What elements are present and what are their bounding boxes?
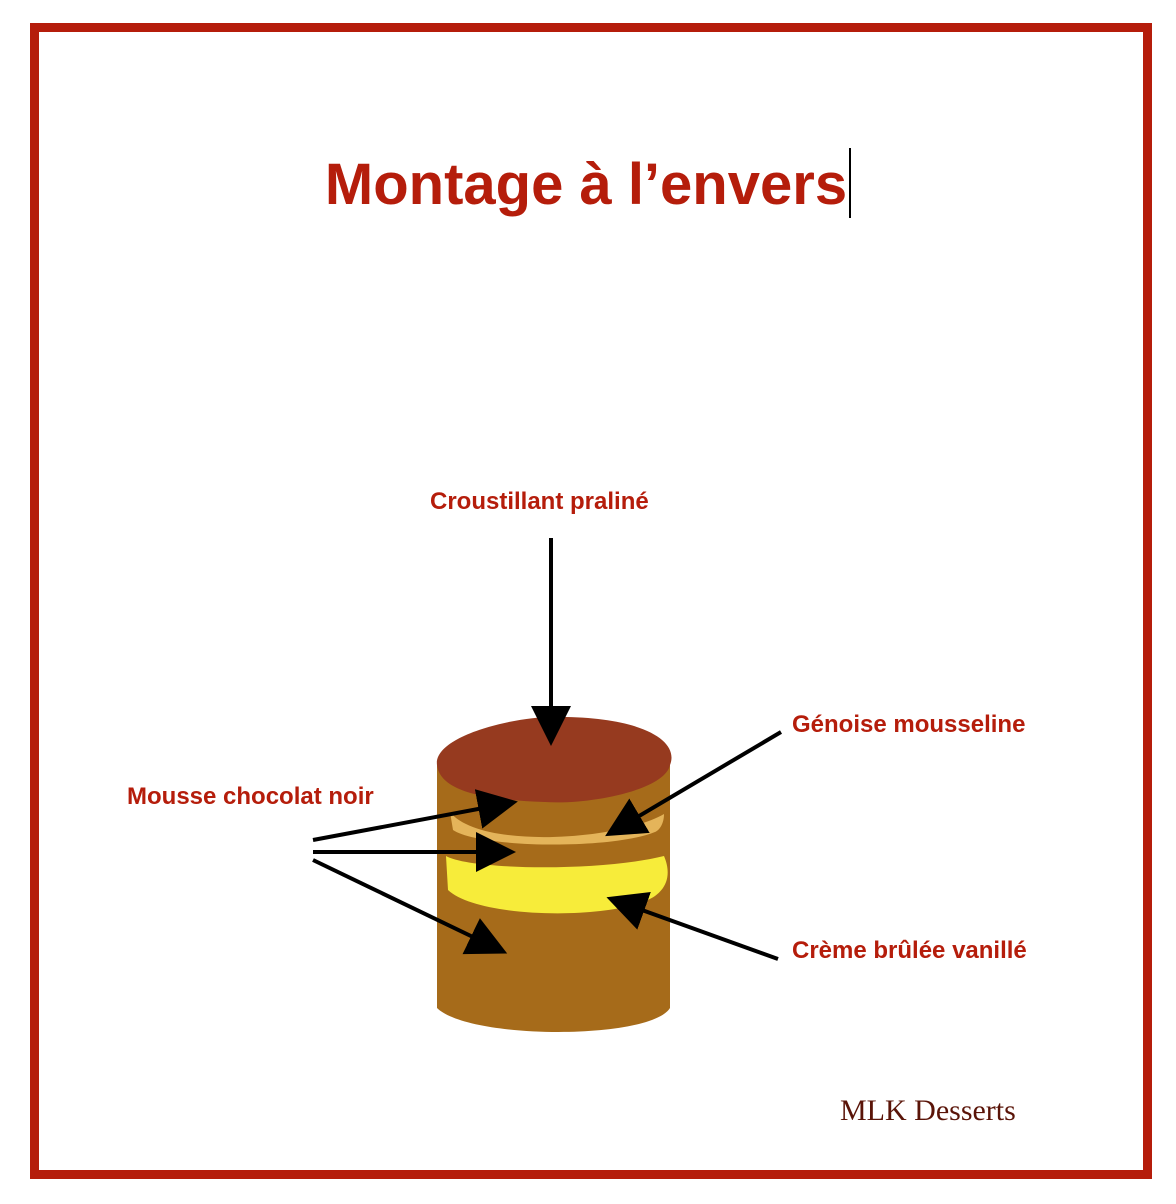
arrow-mousse-top xyxy=(312,789,518,842)
croustillant-top xyxy=(436,716,672,803)
label-genoise: Génoise mousseline xyxy=(792,711,1026,738)
label-mousse: Mousse chocolat noir xyxy=(127,783,374,810)
page-title: Montage à l’envers xyxy=(0,148,1176,218)
label-creme: Crème brûlée vanillé xyxy=(792,937,1027,964)
title-text: Montage à l’envers xyxy=(324,152,848,217)
arrow-mousse-bottom xyxy=(312,858,508,955)
arrow-creme xyxy=(606,892,779,961)
signature: MLK Desserts xyxy=(840,1094,1016,1127)
arrow-genoise xyxy=(605,730,783,837)
label-croustillant: Croustillant praliné xyxy=(430,488,649,515)
text-cursor xyxy=(849,148,852,218)
